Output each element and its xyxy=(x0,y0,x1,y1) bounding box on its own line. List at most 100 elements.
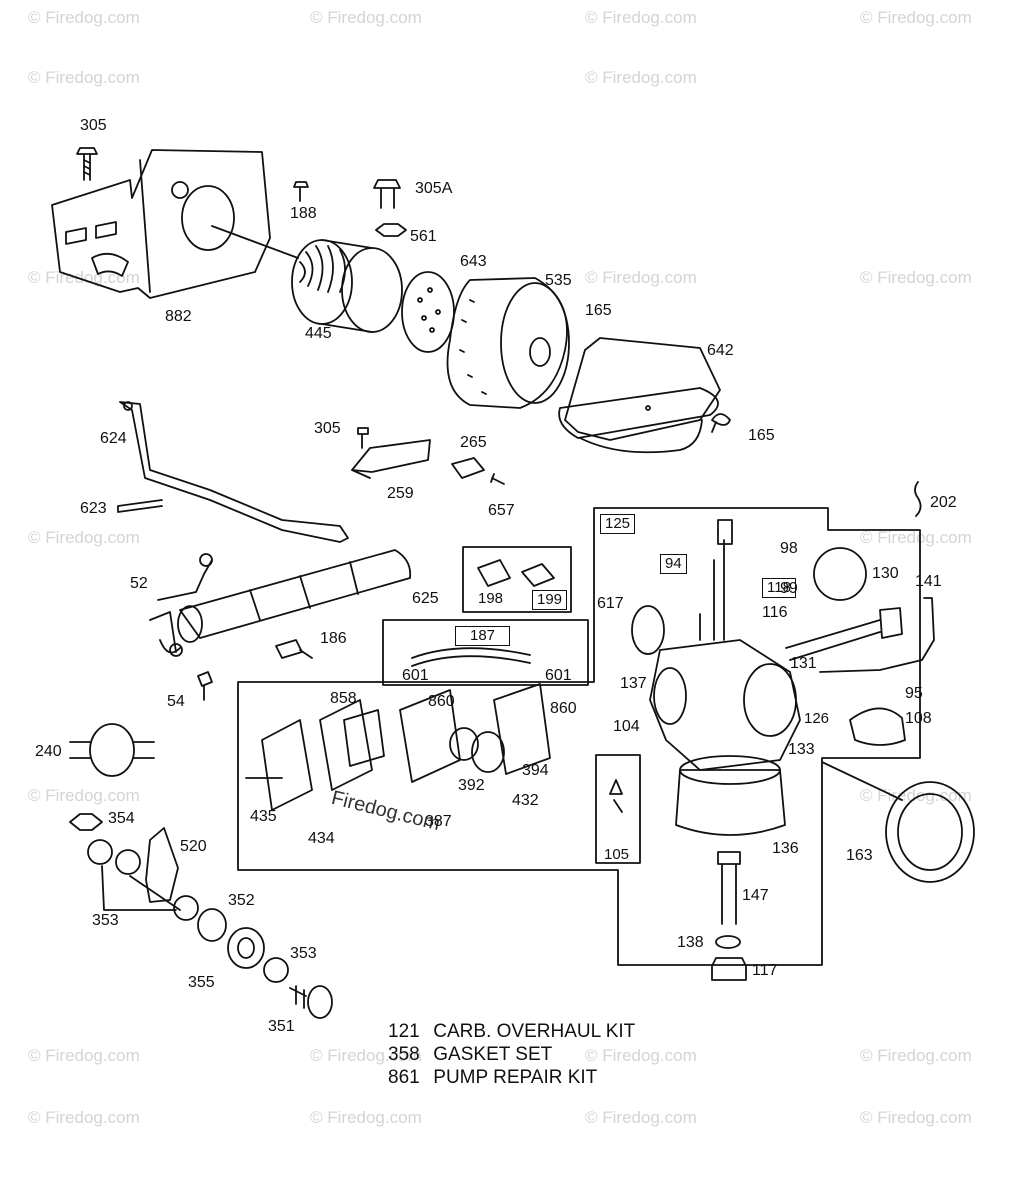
part-label: 165 xyxy=(585,302,612,319)
gasket-163-icon xyxy=(885,781,975,883)
part-label: 520 xyxy=(180,838,207,855)
part-label: 352 xyxy=(228,892,255,909)
part-box-label: 118 xyxy=(762,578,796,598)
part-label: 601 xyxy=(545,667,572,684)
part-label: 259 xyxy=(387,485,414,502)
part-label: 625 xyxy=(412,590,439,607)
part-label: 133 xyxy=(788,741,815,758)
filter-element-445-icon xyxy=(291,239,403,333)
screw-351-icon xyxy=(289,985,333,1019)
screw-188-icon xyxy=(293,181,309,202)
watermark: © Firedog.com xyxy=(860,786,972,805)
part-label: 617 xyxy=(597,595,624,612)
kit-list: 121 CARB. OVERHAUL KIT 358 GASKET SET 86… xyxy=(388,1020,635,1089)
watermark: © Firedog.com xyxy=(28,8,140,27)
part-label: 116 xyxy=(762,604,788,621)
watermark: © Firedog.com xyxy=(310,1108,422,1127)
part-label: 95 xyxy=(905,685,923,702)
watermark: © Firedog.com xyxy=(28,1046,140,1065)
box-187-601 xyxy=(382,619,589,686)
part-label: 535 xyxy=(545,272,572,289)
washer-352-icon xyxy=(197,908,227,942)
throttle-shaft-131-icon xyxy=(785,607,903,661)
cylinder-element-535-icon xyxy=(446,277,570,409)
part-label: 445 xyxy=(305,325,332,342)
part-label: 147 xyxy=(742,887,769,904)
wing-nut-165-icon xyxy=(711,413,731,433)
part-label: 265 xyxy=(460,434,487,451)
lever-141-icon xyxy=(819,597,935,673)
part-box-label: 105 xyxy=(604,846,630,863)
part-label: 165 xyxy=(748,427,775,444)
part-label: 141 xyxy=(915,573,942,590)
kit-name: GASKET SET xyxy=(433,1044,553,1065)
bolt-305A-icon xyxy=(373,179,401,209)
part-box-label: 187 xyxy=(455,626,511,646)
watermark: © Firedog.com xyxy=(28,528,140,547)
watermark: © Firedog.com xyxy=(860,1046,972,1065)
cover-642-icon xyxy=(558,337,721,454)
part-label: 353 xyxy=(92,912,119,929)
link-624-icon xyxy=(119,401,349,543)
watermark: © Firedog.com xyxy=(860,8,972,27)
bolt-305-icon xyxy=(76,147,98,181)
watermark: © Firedog.com xyxy=(860,1108,972,1127)
washer-353c-icon xyxy=(263,957,289,983)
part-label: 435 xyxy=(250,808,277,825)
fuel-filter-240-icon xyxy=(69,723,155,777)
part-box-label: 198 xyxy=(474,590,508,608)
part-label: 136 xyxy=(772,840,799,857)
screw-305-mid-icon xyxy=(357,427,369,449)
watermark: © Firedog.com xyxy=(585,1046,697,1065)
fitting-186-icon xyxy=(275,639,313,659)
bowl-136-icon xyxy=(675,755,786,836)
part-label: 394 xyxy=(522,762,549,779)
governor-shaft-625-icon xyxy=(177,549,412,643)
part-label: 130 xyxy=(872,565,899,582)
part-label: 240 xyxy=(35,743,62,760)
air-cleaner-base-882-icon xyxy=(51,149,299,299)
kit-name: PUMP REPAIR KIT xyxy=(433,1067,598,1088)
part-label: 305 xyxy=(314,420,341,437)
part-label: 601 xyxy=(402,667,429,684)
part-label: 117 xyxy=(752,962,778,979)
screw-657-icon xyxy=(490,473,505,485)
watermark: © Firedog.com xyxy=(28,268,140,287)
part-label: 305 xyxy=(80,117,107,134)
kit-row: 861 PUMP REPAIR KIT xyxy=(388,1066,635,1089)
part-label: 858 xyxy=(330,690,357,707)
part-label: 351 xyxy=(268,1018,295,1035)
part-label: 138 xyxy=(677,934,704,951)
washer-353-icon xyxy=(87,839,113,865)
kit-row: 121 CARB. OVERHAUL KIT xyxy=(388,1020,635,1043)
watermark: © Firedog.com xyxy=(310,1046,422,1065)
carburetor-137-icon xyxy=(631,519,801,771)
bracket-520-icon xyxy=(145,827,179,903)
nut-icon xyxy=(115,849,141,875)
part-label: 392 xyxy=(458,777,485,794)
watermark: © Firedog.com xyxy=(585,8,697,27)
pre-cleaner-643-icon xyxy=(401,271,455,353)
part-label: 623 xyxy=(80,500,107,517)
nut-561-icon xyxy=(375,223,407,237)
kit-number: 358 xyxy=(388,1044,420,1065)
part-label: 52 xyxy=(130,575,148,592)
part-label: 305A xyxy=(415,180,453,197)
pin-623-icon xyxy=(117,499,163,513)
link-202-icon xyxy=(914,481,922,517)
kit-row: 358 GASKET SET xyxy=(388,1043,635,1066)
part-label: 642 xyxy=(707,342,734,359)
part-label: 54 xyxy=(167,693,185,710)
part-label: 643 xyxy=(460,253,487,270)
part-label: 387 xyxy=(425,813,452,830)
part-label: 624 xyxy=(100,430,127,447)
washer-353b-icon xyxy=(173,895,199,921)
part-label: 163 xyxy=(846,847,873,864)
watermark: © Firedog.com xyxy=(28,786,140,805)
part-label: 860 xyxy=(550,700,577,717)
part-label: 432 xyxy=(512,792,539,809)
watermark: © Firedog.com xyxy=(310,8,422,27)
leader-133 xyxy=(821,761,903,801)
